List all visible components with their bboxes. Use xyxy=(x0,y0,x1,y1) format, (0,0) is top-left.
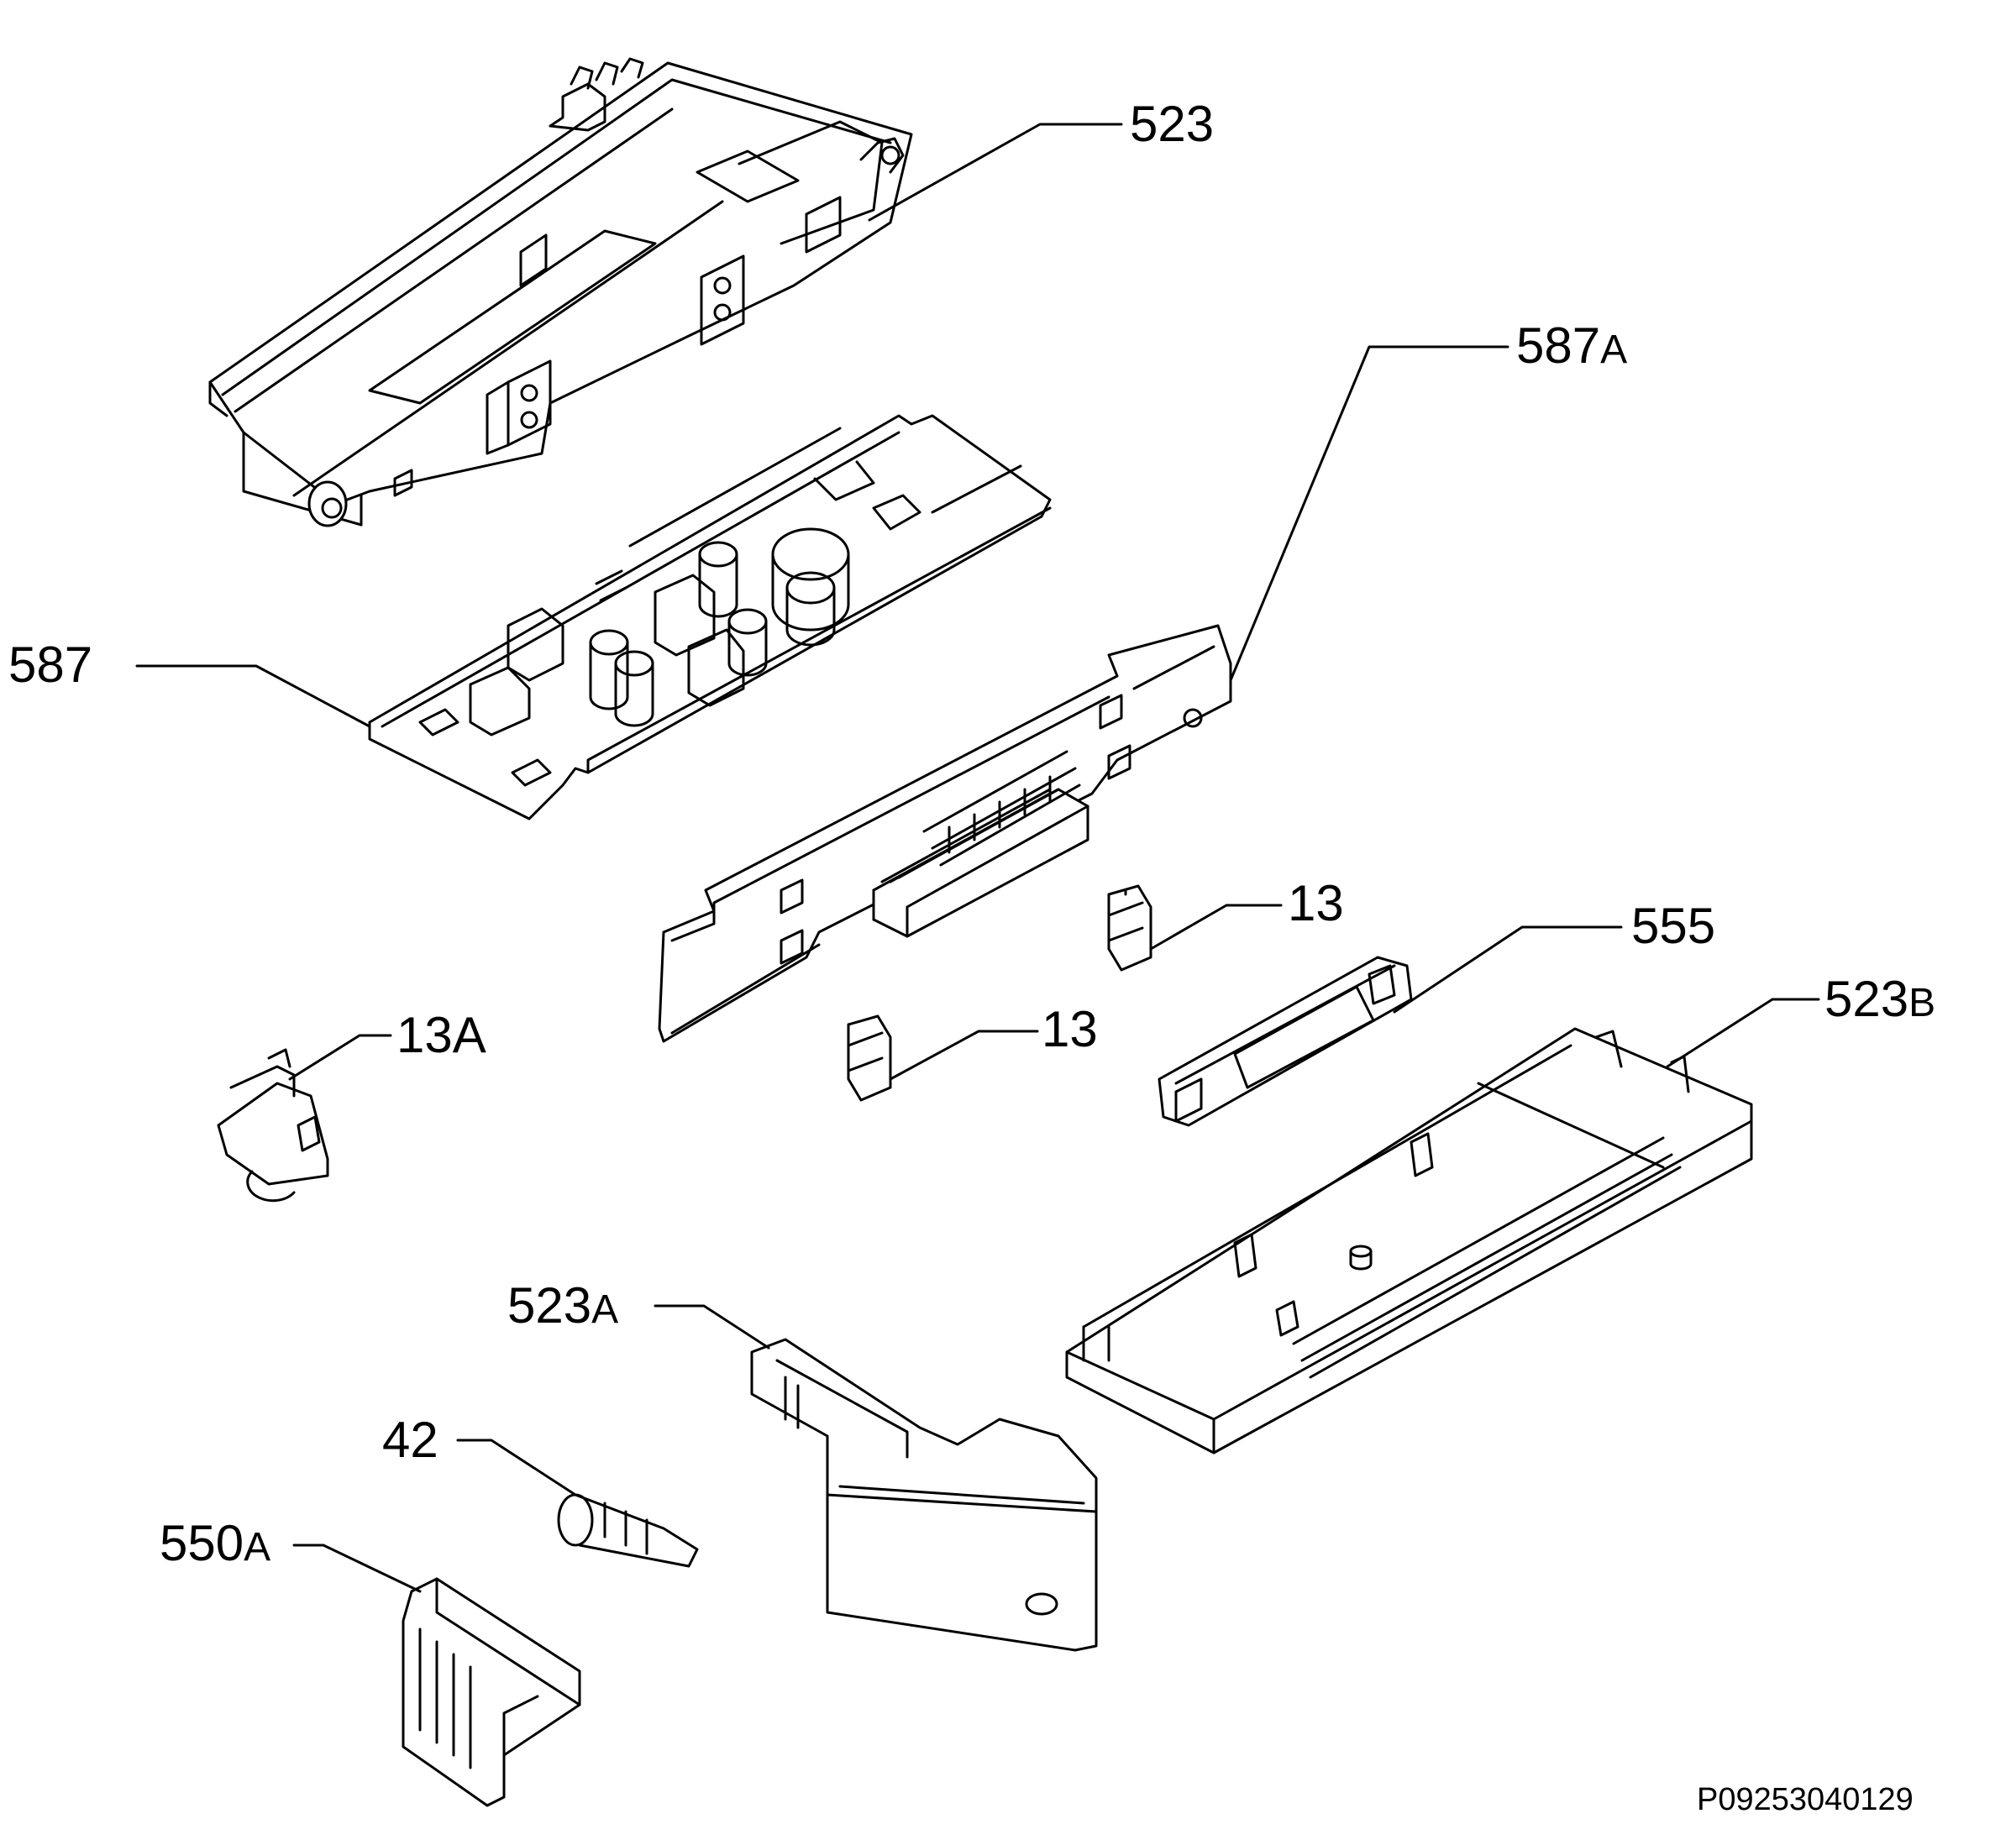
callout-523B: 523B xyxy=(1824,974,1935,1025)
callout-587A: 587A xyxy=(1516,321,1627,371)
callout-523B-suffix: B xyxy=(1908,981,1936,1025)
callout-13-upper: 13 xyxy=(1288,878,1344,929)
leader-523 xyxy=(868,123,1123,222)
part-587-pcb xyxy=(368,414,1052,820)
callout-42-num: 42 xyxy=(382,1412,438,1468)
callout-13-upper-num: 13 xyxy=(1288,875,1344,931)
part-523B-tray xyxy=(1065,1027,1753,1455)
callout-523B-num: 523 xyxy=(1824,971,1909,1027)
callout-550A-suffix: A xyxy=(244,1525,271,1570)
callout-587A-num: 587 xyxy=(1516,317,1601,374)
leader-13A xyxy=(288,1034,392,1081)
callout-587: 587 xyxy=(8,640,92,690)
leader-555 xyxy=(1393,925,1623,1014)
part-587A-display-pcb xyxy=(658,624,1232,1043)
callout-523-num: 523 xyxy=(1130,96,1215,152)
callout-550A-num: 550 xyxy=(160,1515,244,1571)
leader-587A xyxy=(1229,345,1509,682)
callout-523A-num: 523 xyxy=(507,1277,592,1334)
leader-550A xyxy=(292,1544,422,1593)
callout-587-num: 587 xyxy=(8,637,93,693)
leader-lines xyxy=(135,123,1820,1593)
callout-587A-suffix: A xyxy=(1600,328,1628,372)
callout-13-lower: 13 xyxy=(1042,1004,1098,1055)
part-523-housing xyxy=(208,57,913,527)
callout-42: 42 xyxy=(382,1415,438,1465)
leader-13-upper xyxy=(1149,904,1283,951)
leader-587 xyxy=(135,664,371,728)
leader-523A xyxy=(654,1304,770,1350)
callout-550A: 550A xyxy=(160,1518,270,1569)
callout-13A: 13A xyxy=(396,1010,486,1061)
callout-555: 555 xyxy=(1631,901,1715,951)
callout-523: 523 xyxy=(1130,99,1214,149)
part-13-lower-connector xyxy=(847,1014,892,1102)
callout-13-lower-num: 13 xyxy=(1042,1001,1098,1057)
part-523A-cover xyxy=(750,1338,1098,1652)
part-13-upper-connector xyxy=(1107,884,1152,972)
part-550A-cover xyxy=(402,1577,581,1807)
callout-523A: 523A xyxy=(507,1281,618,1331)
leader-13-lower xyxy=(889,1030,1039,1081)
drawing-reference-number: P09253040129 xyxy=(1697,1782,1914,1817)
part-555-lamp xyxy=(1158,956,1413,1127)
leader-523B xyxy=(1666,998,1820,1068)
callout-13A-num: 13A xyxy=(396,1007,486,1063)
callout-555-num: 555 xyxy=(1631,898,1716,954)
leader-42 xyxy=(456,1439,577,1496)
part-42-lamp-holder xyxy=(557,1493,699,1568)
part-13A-switch xyxy=(217,1048,329,1203)
callout-523A-suffix: A xyxy=(591,1287,619,1332)
